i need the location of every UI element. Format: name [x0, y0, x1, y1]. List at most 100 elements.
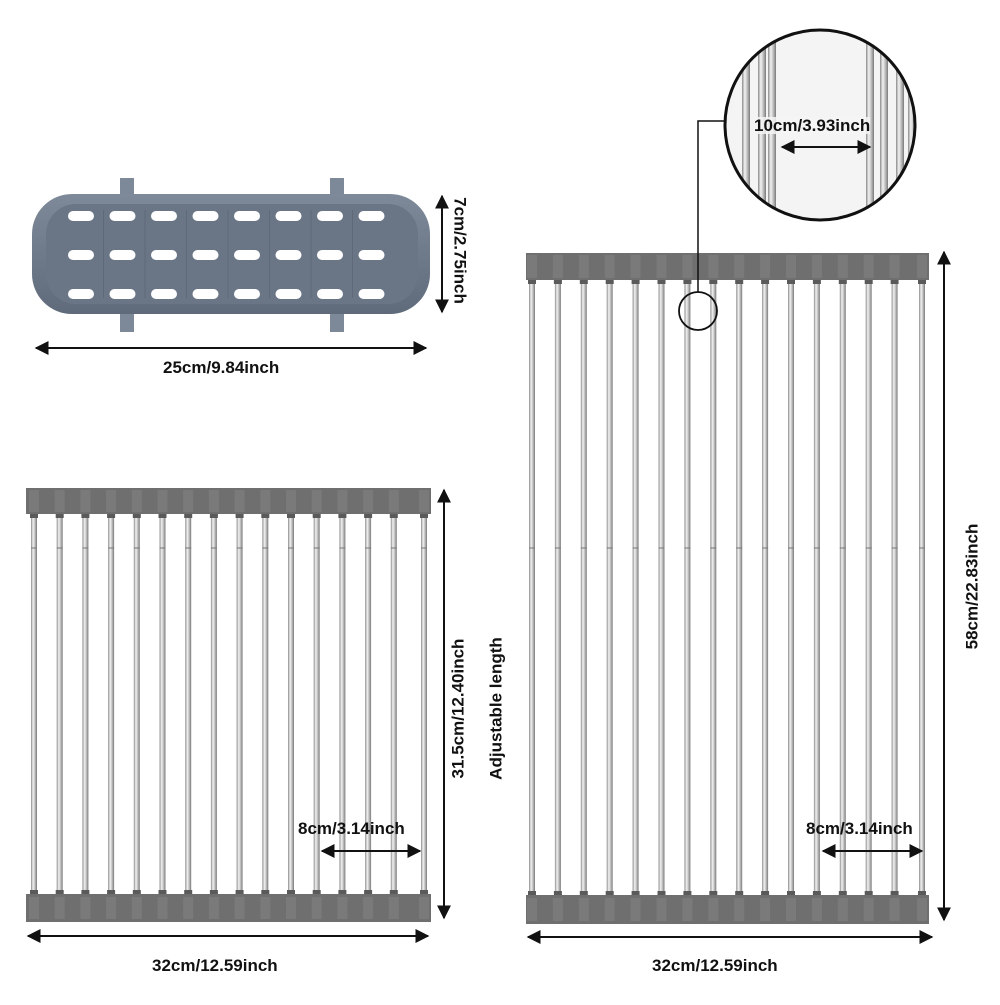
bar-notch	[29, 897, 39, 919]
short-rack-width-label: 32cm/12.59inch	[152, 956, 278, 975]
bar-notch	[337, 490, 348, 512]
bar-notch	[656, 255, 667, 278]
tray-slot	[275, 250, 302, 260]
rack-rod	[236, 514, 243, 894]
tray-slot	[358, 289, 385, 299]
rack-rod	[554, 280, 561, 895]
bar-notch	[837, 255, 848, 278]
sponge-tray	[32, 178, 430, 332]
rack-rod	[390, 514, 397, 894]
tray-slot	[234, 289, 260, 299]
bar-notch	[54, 897, 65, 919]
rack-rod	[421, 514, 427, 894]
rack-rod	[31, 514, 37, 894]
bar-notch	[363, 490, 374, 512]
bar-notch	[578, 898, 589, 921]
tray-slot	[192, 211, 219, 221]
tray-slot	[151, 289, 177, 299]
tray-slot	[68, 211, 94, 221]
rack-rod	[313, 514, 320, 894]
long-rack-width-label: 32cm/12.59inch	[652, 956, 778, 975]
bar-notch	[80, 897, 91, 919]
bar-notch	[786, 898, 796, 921]
rack-rod	[684, 280, 691, 895]
bar-notch	[29, 490, 39, 512]
tray-slot	[109, 250, 136, 260]
rack-rod	[919, 280, 925, 895]
rack-rod	[529, 280, 535, 895]
tray-slot	[358, 250, 385, 260]
bar-notch	[734, 898, 745, 921]
zoom-circle	[723, 28, 917, 222]
rack-rod	[632, 280, 639, 895]
rack-rod	[813, 280, 820, 895]
bar-notch	[917, 898, 927, 921]
bar-notch	[811, 255, 822, 278]
bar-notch	[157, 897, 168, 919]
tray-slot	[358, 211, 385, 221]
tray-slot	[317, 250, 343, 260]
rack-rod	[580, 280, 587, 895]
bar-notch	[552, 898, 563, 921]
bar-notch	[656, 898, 667, 921]
short-rack-adjustable-label: Adjustable length	[486, 637, 506, 780]
bar-notch	[286, 897, 296, 919]
rack-rod	[108, 514, 115, 894]
rack-rod	[365, 514, 372, 894]
rack-rod	[606, 280, 613, 895]
zoom-rod	[908, 30, 915, 220]
zoom-spacing-label: 10cm/3.93inch	[754, 116, 871, 135]
rack-rod	[865, 280, 872, 895]
bar-notch	[311, 897, 322, 919]
long-rack-height-label: 58cm/22.83inch	[962, 523, 982, 650]
bar-notch	[863, 255, 874, 278]
bar-notch	[682, 898, 693, 921]
rack-rod	[839, 280, 846, 895]
rack-rod	[891, 280, 898, 895]
bar-notch	[234, 897, 245, 919]
bar-notch	[234, 490, 245, 512]
tray-width-label: 25cm/9.84inch	[163, 358, 280, 377]
zoom-rod	[880, 30, 888, 220]
tray-slot	[68, 289, 94, 299]
bar-notch	[552, 255, 563, 278]
tray-height-label: 7cm/2.75inch	[450, 197, 470, 304]
bar-notch	[286, 490, 296, 512]
tray-slot	[234, 211, 260, 221]
bar-notch	[578, 255, 589, 278]
bar-notch	[208, 897, 219, 919]
rack-rod	[736, 280, 743, 895]
bar-notch	[183, 490, 194, 512]
bar-notch	[388, 490, 399, 512]
zoom-rod	[742, 30, 750, 220]
rack-rod	[658, 280, 665, 895]
tray-slot	[151, 211, 177, 221]
bar-notch	[708, 255, 719, 278]
long-roll-up-rack	[526, 253, 929, 924]
bar-notch	[106, 490, 117, 512]
bar-notch	[54, 490, 65, 512]
tray-slot	[234, 250, 260, 260]
bar-notch	[131, 490, 142, 512]
zoom-rod	[896, 30, 904, 220]
tray-slot	[317, 211, 343, 221]
bar-notch	[157, 490, 168, 512]
tray-slot	[275, 211, 302, 221]
tray-tab	[330, 312, 344, 332]
rack-rod	[710, 280, 717, 895]
bar-notch	[106, 897, 117, 919]
bar-notch	[760, 898, 771, 921]
rack-rod	[262, 514, 269, 894]
bar-notch	[527, 255, 537, 278]
tray-slot	[192, 289, 219, 299]
bar-notch	[337, 897, 348, 919]
bar-notch	[260, 490, 271, 512]
rack-rod	[133, 514, 140, 894]
rack-rod	[339, 514, 346, 894]
bar-notch	[527, 898, 537, 921]
bar-notch	[604, 255, 615, 278]
rack-rod	[788, 280, 794, 895]
bar-notch	[131, 897, 142, 919]
